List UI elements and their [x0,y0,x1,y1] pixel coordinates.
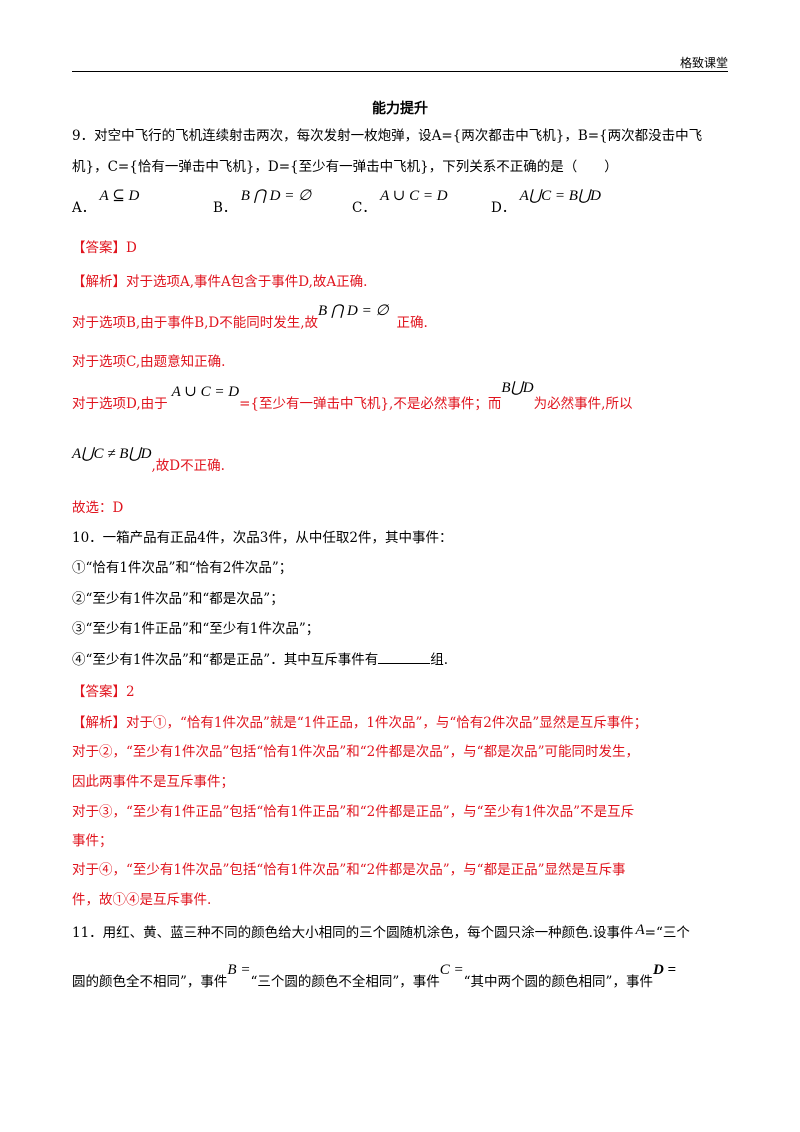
q9-analysis-2: 对于选项B,由于事件B,D不能同时发生,故B ⋂ D = ∅ 正确. [72,303,428,333]
option-math: A ∪ C = D [380,188,448,204]
q11-line-1: 11．用红、黄、蓝三种不同的颜色给大小相同的三个圆随机涂色，每个圆只涂一种颜色.… [72,922,690,943]
item-suffix: 组. [430,652,448,668]
q11-math: C = [439,962,464,978]
q9-option-a: A． A ⊆ D [72,188,139,218]
analysis-text: 正确. [396,315,428,331]
q10-stem: 10．一箱产品有正品4件，次品3件，从中任取2件，其中事件： [72,530,453,546]
q9-analysis-3: 对于选项C,由题意知正确. [72,354,226,370]
section-title: 能力提升 [372,101,428,117]
q9-option-c: C． A ∪ C = D [352,188,448,218]
q10-item-2: ②“至少有1件次品”和“都是次品”； [72,591,284,607]
q10-analysis-1: 【解析】对于①，“恰有1件次品”就是“1件正品，1件次品”，与“恰有2件次品”显… [72,715,648,731]
q11-line-2: 圆的颜色全不相同”，事件B =“三个圆的颜色不全相同”，事件C =“其中两个圆的… [72,962,676,992]
analysis-math: A ∪ C = D [171,384,240,400]
option-math: A ⊆ D [99,188,140,204]
q10-analysis-3: 因此两事件不是互斥事件； [72,774,234,790]
q11-text: =“三个 [644,925,690,941]
q10-analysis-6: 对于④，“至少有1件次品”包括“恰有1件次品”和“2件都是次品”，与“都是正品”… [72,862,626,878]
q9-stem-line2: 机}，C={恰有一弹击中飞机}，D={至少有一弹击中飞机}，下列关系不正确的是（… [72,159,618,175]
q9-analysis-1: 【解析】对于选项A,事件A包含于事件D,故A正确. [72,274,368,290]
q10-analysis-7: 件，故①④是互斥事件. [72,892,212,908]
q10-analysis-4: 对于③，“至少有1件正品”包括“恰有1件正品”和“2件都是正品”，与“至少有1件… [72,804,635,820]
q11-text: “三个圆的颜色不全相同”，事件 [250,974,440,990]
q11-text: 11．用红、黄、蓝三种不同的颜色给大小相同的三个圆随机涂色，每个圆只涂一种颜色.… [72,925,634,941]
q11-math: A [635,922,645,938]
q11-math: B = [227,962,251,978]
q9-analysis-4: 对于选项D,由于A ∪ C = D={至少有一弹击中飞机},不是必然事件；而B⋃… [72,380,633,414]
q10-item-3: ③“至少有1件正品”和“至少有1件次品”； [72,621,320,637]
q11-math: D = [652,962,677,978]
analysis-text: 对于选项D,由于 [72,396,168,412]
q10-analysis-2: 对于②，“至少有1件次品”包括“恰有1件次品”和“2件都是次品”，与“都是次品”… [72,744,639,760]
item-text: ④“至少有1件次品”和“都是正品”．其中互斥事件有 [72,652,379,668]
analysis-text: 为必然事件,所以 [533,396,633,412]
q9-stem-line1: 9．对空中飞行的飞机连续射击两次，每次发射一枚炮弹，设A={两次都击中飞机}，B… [72,128,703,144]
q9-option-b: B． B ⋂ D = ∅ [213,188,311,218]
q11-text: “其中两个圆的颜色相同”，事件 [463,974,653,990]
q9-conclusion: 故选：D [72,500,124,516]
analysis-text: 对于选项B,由于事件B,D不能同时发生,故 [72,315,319,331]
q9-analysis-5: A⋃C ≠ B⋃D,故D不正确. [72,446,225,476]
header-divider [72,71,728,72]
q10-item-1: ①“恰有1件次品”和“恰有2件次品”； [72,560,293,576]
analysis-math: B⋃D [501,380,534,396]
analysis-math: B ⋂ D = ∅ [318,303,389,319]
q10-item-4: ④“至少有1件次品”和“都是正品”．其中互斥事件有 组. [72,650,448,670]
q11-text: 圆的颜色全不相同”，事件 [72,974,228,990]
option-letter: B． [213,200,237,216]
q9-answer: 【答案】D [72,240,137,256]
option-letter: A． [72,200,96,216]
analysis-math: A⋃C ≠ B⋃D [72,446,152,462]
q10-analysis-5: 事件； [72,833,113,849]
option-math: B ⋂ D = ∅ [240,188,312,204]
q10-answer: 【答案】2 [72,684,135,700]
q9-option-d: D． A⋃C = B⋃D [491,188,601,218]
option-math: A⋃C = B⋃D [519,188,602,204]
analysis-text: ,故D不正确. [151,458,225,474]
option-letter: D． [491,200,516,216]
answer-blank [378,651,431,664]
analysis-text: ={至少有一弹击中飞机},不是必然事件；而 [239,396,502,412]
header-brand: 格致课堂 [679,56,728,70]
option-letter: C． [352,200,376,216]
